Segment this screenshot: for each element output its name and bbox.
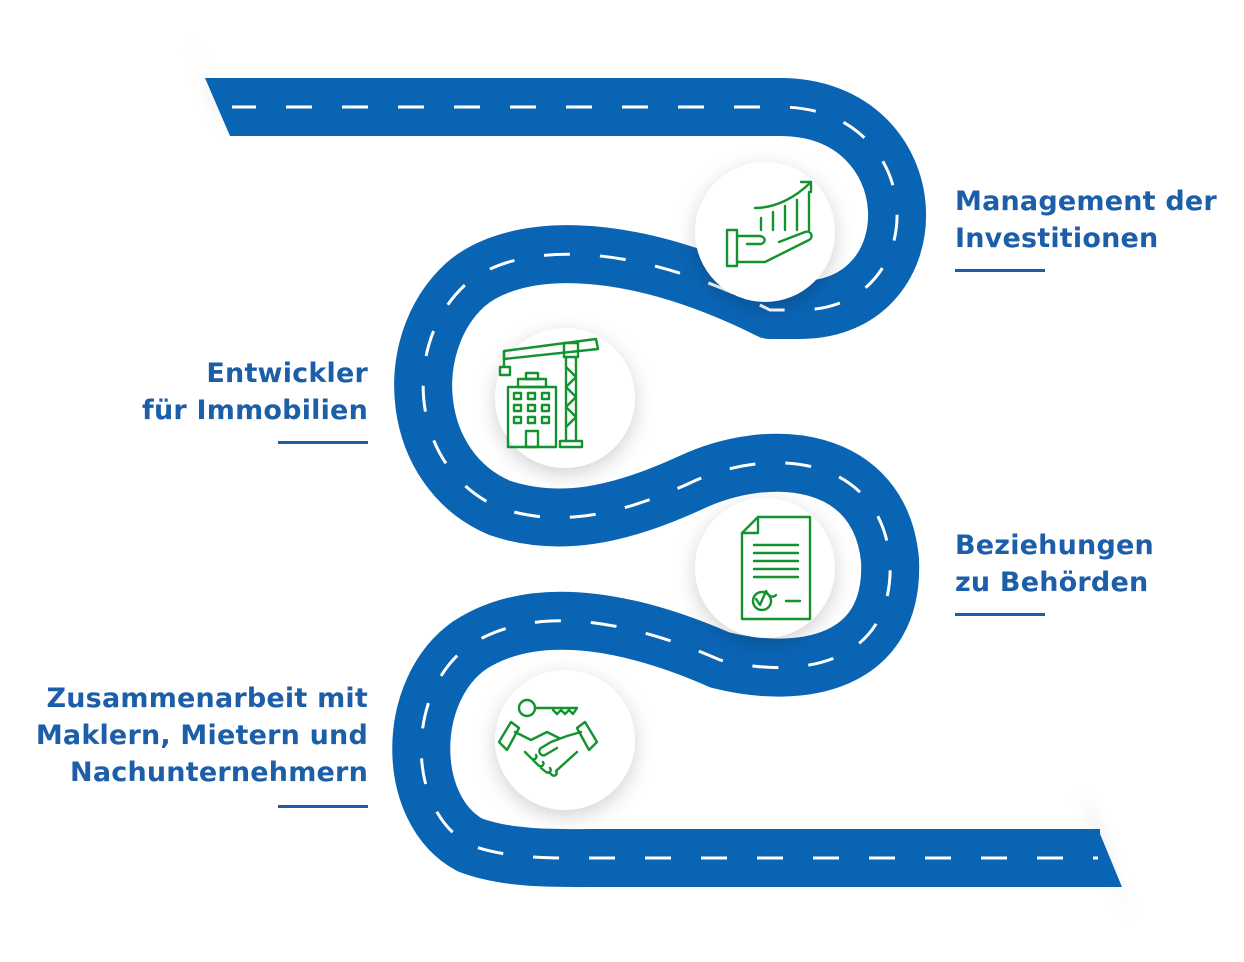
- underline-cooperation: [278, 805, 368, 808]
- station-circle-cooperation: [495, 670, 635, 810]
- label-investment-line-2: Investitionen: [955, 223, 1159, 254]
- label-developer: Entwickler für Immobilien: [142, 355, 368, 429]
- label-cooperation-line-2: Maklern, Mietern und: [35, 720, 368, 751]
- label-cooperation: Zusammenarbeit mit Maklern, Mietern und …: [36, 680, 368, 791]
- label-developer-line-2: für Immobilien: [142, 395, 368, 426]
- label-cooperation-line-3: Nachunternehmern: [70, 757, 368, 788]
- label-cooperation-line-1: Zusammenarbeit mit: [46, 683, 368, 714]
- label-authorities: Beziehungen zu Behörden: [955, 527, 1154, 601]
- label-authorities-line-1: Beziehungen: [955, 530, 1154, 561]
- construction-crane-building-icon: [498, 337, 600, 449]
- label-developer-line-1: Entwickler: [206, 358, 368, 389]
- label-authorities-line-2: zu Behörden: [955, 567, 1149, 598]
- label-investment-line-1: Management der: [955, 186, 1217, 217]
- station-circle-investment: [695, 162, 835, 302]
- road-end-cap: [1098, 829, 1122, 887]
- signed-document-icon: [740, 515, 812, 621]
- hand-growth-chart-icon: [725, 180, 813, 268]
- underline-investment: [955, 269, 1045, 272]
- road-start-cap: [205, 78, 232, 136]
- handshake-key-icon: [497, 698, 599, 777]
- underline-authorities: [955, 613, 1045, 616]
- underline-developer: [278, 441, 368, 444]
- label-investment: Management der Investitionen: [955, 183, 1217, 257]
